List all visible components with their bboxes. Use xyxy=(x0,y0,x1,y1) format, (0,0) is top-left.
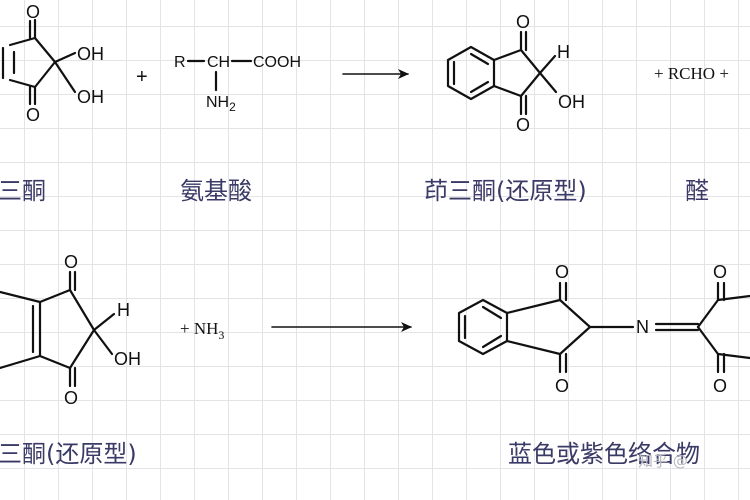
ninhydrin-oh1: OH xyxy=(77,44,104,64)
purple-complex-structure: O O N O O xyxy=(457,262,750,396)
plus-sign-1: + xyxy=(136,66,148,88)
product-o1: O xyxy=(555,262,569,282)
label-reduced-ninhydrin-bottom: 三酮(还原型) xyxy=(0,440,137,468)
label-purple-complex: 蓝色或紫色络合物 xyxy=(508,440,700,468)
label-ninhydrin: 三酮 xyxy=(0,177,46,205)
reduced-bottom-oh: OH xyxy=(114,349,141,369)
reaction-arrow-1 xyxy=(342,69,409,79)
reduced-ninhydrin-structure-bottom: O O H OH xyxy=(0,252,141,408)
ninhydrin-structure: O O OH OH xyxy=(1,2,104,125)
aa-nh2: NH2 xyxy=(206,94,236,114)
product-o4: O xyxy=(713,376,727,396)
aa-ch: CH xyxy=(207,54,230,71)
reduced-top-o2: O xyxy=(516,115,530,135)
label-amino-acid: 氨基酸 xyxy=(180,177,252,205)
reduced-top-o1: O xyxy=(516,12,530,32)
plus-ammonia: + NH3 xyxy=(180,319,224,342)
watermark: 知乎 @ xyxy=(638,452,688,470)
product-n: N xyxy=(636,317,649,337)
reduced-bottom-o2: O xyxy=(64,388,78,408)
aa-r: R xyxy=(174,54,186,71)
product-o3: O xyxy=(713,262,727,282)
reduced-ninhydrin-structure-top: O O H OH xyxy=(446,12,585,135)
product-o2: O xyxy=(555,376,569,396)
ninhydrin-o1: O xyxy=(26,2,40,22)
reaction-arrow-2 xyxy=(271,322,412,332)
ninhydrin-oh2: OH xyxy=(77,87,104,107)
label-aldehyde: 醛 xyxy=(685,177,709,205)
reduced-bottom-o1: O xyxy=(64,252,78,272)
label-reduced-ninhydrin: 茚三酮(还原型) xyxy=(424,177,587,205)
byproducts-rcho: + RCHO + xyxy=(654,64,729,83)
reduced-top-h: H xyxy=(557,42,570,62)
reduced-bottom-h: H xyxy=(117,300,130,320)
amino-acid-structure: R CH COOH NH2 xyxy=(174,54,301,114)
reduced-top-oh: OH xyxy=(558,92,585,112)
aa-cooh: COOH xyxy=(253,54,301,71)
ninhydrin-o2: O xyxy=(26,105,40,125)
